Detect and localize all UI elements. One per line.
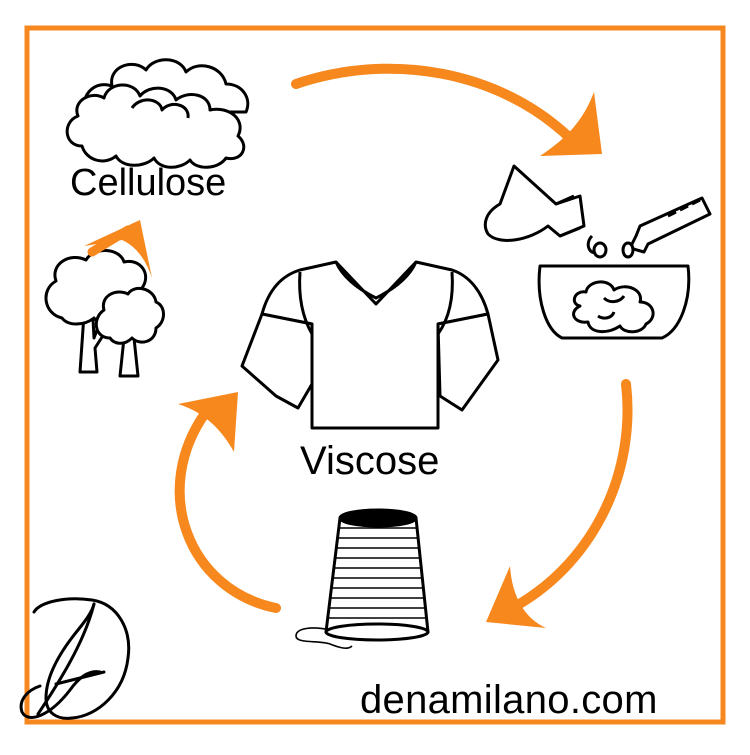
arrow-cellulose-to-lab bbox=[291, 63, 577, 145]
cellulose-label: Cellulose bbox=[70, 162, 227, 204]
arrowhead-cellulose-to-lab bbox=[540, 92, 602, 156]
orange-frame bbox=[24, 25, 726, 725]
cotton-cloud-icon bbox=[65, 58, 250, 169]
yarn-cone-icon bbox=[295, 508, 430, 649]
sweater-icon bbox=[240, 260, 500, 430]
lab-flask-bath-icon bbox=[483, 164, 712, 340]
arrowhead-yarn-to-viscose bbox=[178, 392, 238, 452]
arrowhead-lab-to-yarn bbox=[486, 566, 546, 628]
arrow-lab-to-yarn bbox=[511, 379, 633, 611]
viscose-label: Viscose bbox=[300, 439, 440, 483]
trees-icon bbox=[44, 249, 165, 378]
arrowhead-trees-to-cellulose bbox=[84, 220, 152, 278]
arrow-yarn-to-viscose bbox=[174, 407, 281, 613]
cycle-arrows bbox=[84, 63, 633, 628]
website-label: denamilano.com bbox=[360, 678, 658, 722]
signature-logo bbox=[19, 597, 131, 720]
